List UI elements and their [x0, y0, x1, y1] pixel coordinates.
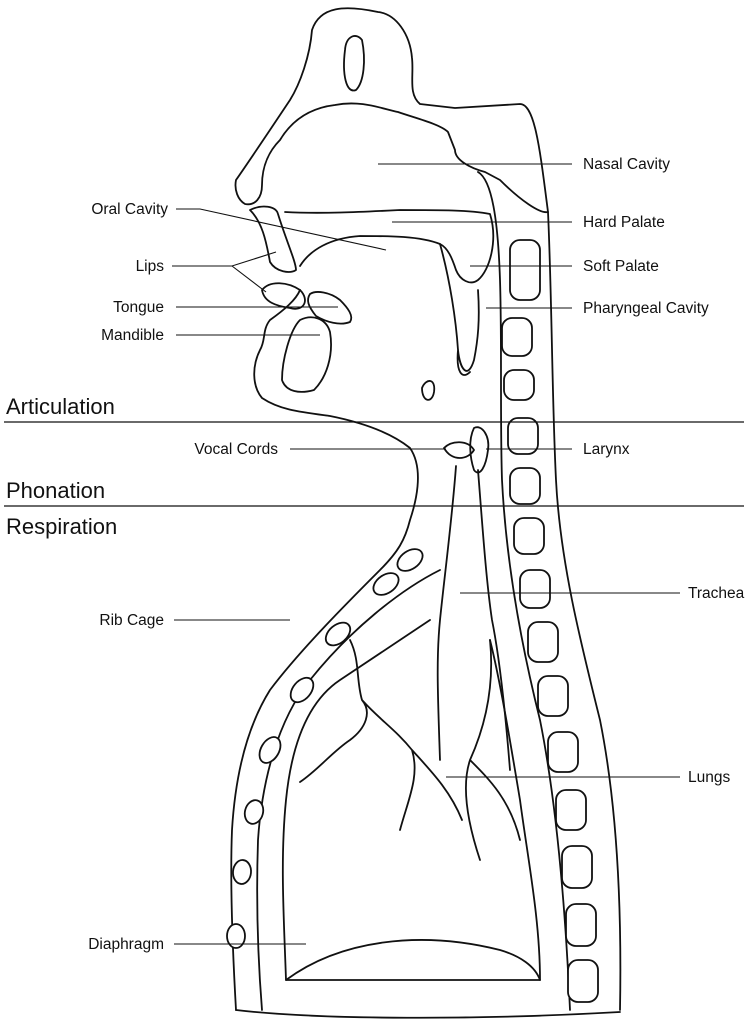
lower-lip-outline [262, 283, 305, 309]
nostril-outline [344, 36, 364, 91]
section-respiration: Respiration [6, 514, 117, 539]
label-oral-cavity: Oral Cavity [91, 201, 168, 218]
mandible-bone [282, 317, 331, 392]
rib-section [369, 569, 402, 600]
rib-section [286, 673, 318, 706]
label-vocal-cords: Vocal Cords [194, 441, 278, 458]
vertebra [510, 240, 540, 300]
label-diaphragm: Diaphragm [88, 936, 164, 953]
spine-back-outline [548, 212, 620, 1010]
upper-lip-outline [250, 207, 296, 272]
diaphragm-outline [286, 940, 540, 980]
leader-lips-upper [172, 252, 276, 266]
section-dividers [4, 422, 744, 506]
label-pharyngeal-cavity: Pharyngeal Cavity [583, 300, 709, 317]
vertebra [562, 846, 592, 888]
epiglottis-outline [422, 381, 434, 400]
trachea-outline [438, 466, 510, 770]
label-soft-palate: Soft Palate [583, 258, 659, 275]
vertebra [510, 468, 540, 504]
label-larynx: Larynx [583, 441, 630, 458]
label-hard-palate: Hard Palate [583, 214, 665, 231]
vertebra [568, 960, 598, 1002]
vertebra [538, 676, 568, 716]
vertebra [548, 732, 578, 772]
base-line [236, 1010, 620, 1018]
label-nasal-cavity: Nasal Cavity [583, 156, 670, 173]
chin-and-neck-outline [231, 290, 418, 1010]
vertebra [514, 518, 544, 554]
vertebrae [502, 240, 598, 1002]
label-lungs: Lungs [688, 769, 730, 786]
vertebra [520, 570, 550, 608]
leader-lines [172, 164, 680, 944]
vertebra [504, 370, 534, 400]
rib-section [255, 733, 285, 766]
rib-section [321, 618, 354, 650]
head-outline [235, 8, 548, 212]
label-mandible: Mandible [101, 327, 164, 344]
vertebra [528, 622, 558, 662]
lung-outline [283, 620, 540, 980]
leader-lips-lower [232, 266, 266, 292]
palate-outline [285, 210, 493, 282]
pharynx-outline [440, 244, 479, 375]
head-and-torso-outline [227, 8, 620, 1018]
label-lips: Lips [136, 258, 165, 275]
label-trachea: Trachea [688, 585, 745, 602]
rib-section [232, 859, 252, 884]
section-articulation: Articulation [6, 394, 115, 419]
label-rib-cage: Rib Cage [99, 612, 164, 629]
vertebra [566, 904, 596, 946]
label-tongue: Tongue [113, 299, 164, 316]
leader-oral-cavity [176, 209, 386, 250]
vertebra [502, 318, 532, 356]
vertebra [556, 790, 586, 830]
section-phonation: Phonation [6, 478, 105, 503]
